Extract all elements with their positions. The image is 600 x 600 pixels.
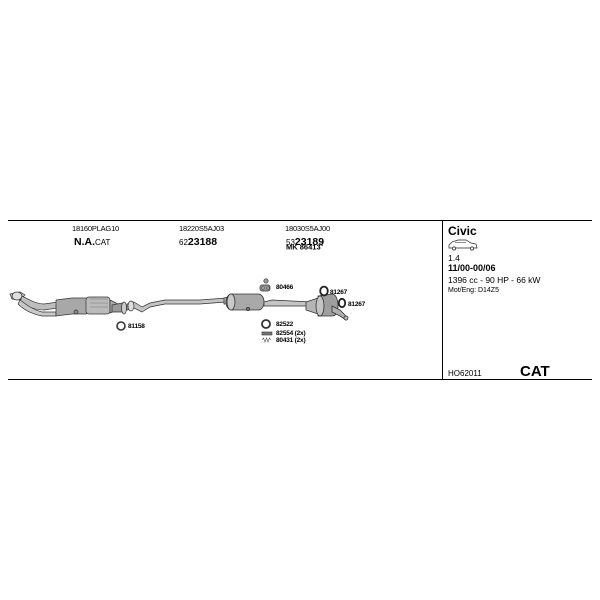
part2-code: 6223188 [179,233,217,249]
hanger-80466 [259,284,271,292]
label-81267-bottom: 81267 [348,301,366,308]
vehicle-mot-eng: Mot/Eng: D14Z5 [448,287,499,294]
part3-code-bold: 23189 [294,236,325,248]
part1-code-suffix: CAT [95,238,111,247]
label-82522: 82522 [276,321,294,328]
converter-type: CAT [520,363,550,380]
centre-muffler [223,293,313,311]
vehicle-spec: 1396 cc - 90 HP - 66 kW [448,275,541,285]
catalytic-converter [55,296,119,317]
spring-80431 [261,337,272,343]
part3-mk-value: 86413 [299,242,321,252]
label-80466: 80466 [276,284,294,291]
rubber-ring-81267a [319,285,329,297]
label-81158: 81158 [128,323,145,330]
car-sedan-icon [448,239,478,251]
part3-mk-sup: 1 [320,242,324,248]
part2-code-prefix: 62 [179,238,188,247]
label-80431: 80431 (2x) [276,337,306,344]
part3-code-prefix: 53 [286,238,295,247]
part3-mk-prefix: MK [286,242,298,252]
part3-code: 5323189 [286,233,324,249]
part3-mk: MK 864131 [286,243,323,251]
front-pipe [9,291,59,317]
clamp-82522 [261,319,271,329]
mount-80466-top [263,278,269,284]
intermediate-pipe [126,297,227,313]
part1-oe-number: 18160PLAG10 [72,224,120,233]
gasket-81158 [116,321,126,331]
part3-oe-number: 18030S5AJ00 [285,224,330,233]
cat-outlet-flange [111,301,127,315]
label-82554: 82554 (2x) [276,330,306,337]
part1-code: N.A.CAT [74,233,110,249]
part2-code-bold: 23188 [187,236,218,248]
part1-code-bold: N.A. [74,236,95,248]
rear-muffler [305,293,349,321]
rubber-ring-81267b [337,297,347,309]
vehicle-model: Civic [448,224,477,238]
vehicle-engine-size: 1.4 [448,253,460,263]
bolt-82554 [261,331,273,336]
part2-oe-number: 18220S5AJ03 [179,224,224,233]
diagram-code: HO62011 [448,369,482,378]
label-81267-top: 81267 [330,289,348,296]
vehicle-period: 11/00-00/06 [448,263,496,273]
